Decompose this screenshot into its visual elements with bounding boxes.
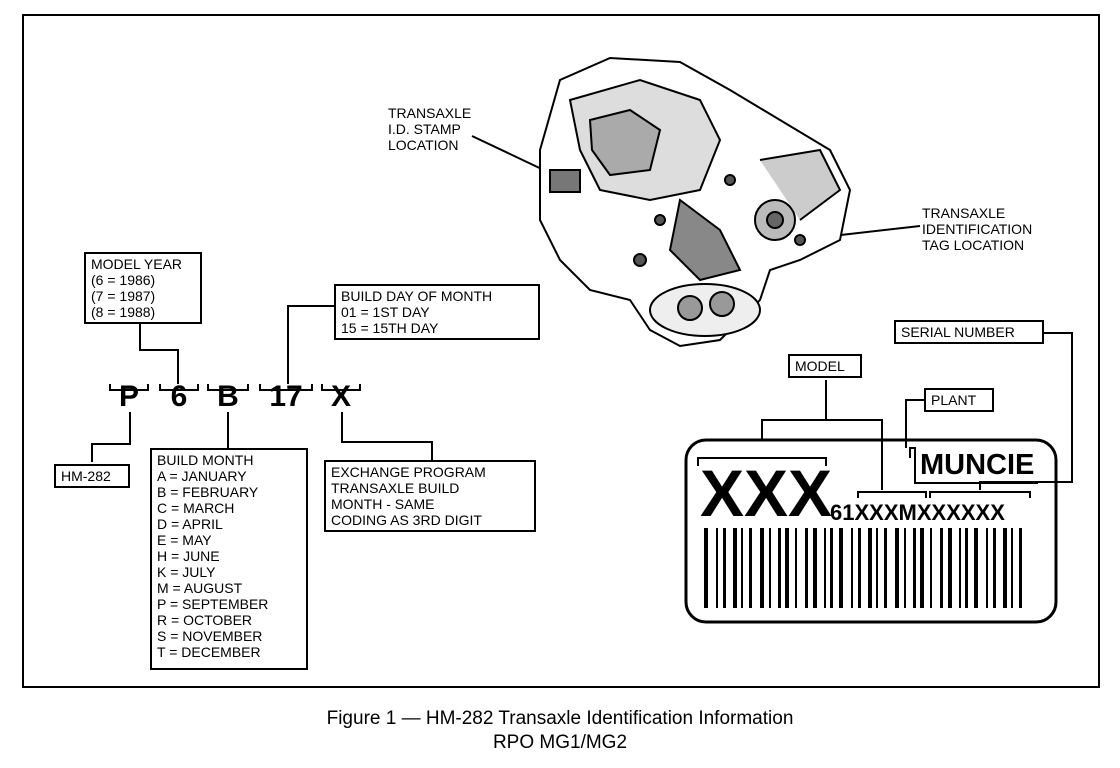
serial-number-box: SERIAL NUMBER <box>894 320 1044 344</box>
barcode-bar <box>959 528 961 608</box>
barcode-bar <box>795 528 797 608</box>
box-line: P = SEPTEMBER <box>157 596 269 612</box>
barcode-bar <box>940 528 943 608</box>
barcode-bar <box>930 528 932 608</box>
plant-box: PLANT <box>924 388 994 412</box>
barcode-bar <box>965 528 968 608</box>
tag-plant-name: MUNCIE <box>914 448 1039 484</box>
identification-tag <box>684 438 1058 624</box>
code-char-exchange: X <box>330 380 351 413</box>
box-line: MONTH - SAME <box>331 496 435 512</box>
barcode-bar <box>733 528 737 608</box>
box-line: MODEL YEAR <box>91 256 183 272</box>
box-line: BUILD DAY OF MONTH <box>341 288 493 304</box>
barcode-bar <box>986 528 988 608</box>
barcode-bar <box>920 528 924 608</box>
barcode-bar <box>813 528 817 608</box>
barcode-bar <box>974 528 978 608</box>
box-line: A = JANUARY <box>157 468 247 484</box>
box-line: M = AUGUST <box>157 580 243 596</box>
barcode-bar <box>868 528 872 608</box>
box-line: (6 = 1986) <box>91 272 156 288</box>
barcode-bar <box>824 528 826 608</box>
box-line: (8 = 1988) <box>91 304 156 320</box>
barcode-bar <box>913 528 916 608</box>
model-box: MODEL <box>788 354 862 378</box>
callout-line: TRANSAXLE <box>388 105 472 121</box>
callout-line: I.D. STAMP <box>388 121 461 137</box>
code-char-p: P <box>118 380 139 413</box>
barcode-bar <box>839 528 843 608</box>
build-month-box: BUILD MONTH A = JANUARY B = FEBRUARY C =… <box>150 448 308 670</box>
barcode-bar <box>884 528 887 608</box>
serial-m: M <box>898 500 917 525</box>
box-line: 15 = 15TH DAY <box>341 320 439 336</box>
code-char-day: 17 <box>269 380 303 413</box>
barcode-bar <box>741 528 743 608</box>
barcode-bar <box>1019 528 1022 608</box>
exchange-program-box: EXCHANGE PROGRAM TRANSAXLE BUILD MONTH -… <box>324 460 536 532</box>
barcode <box>704 528 1022 608</box>
barcode-bar <box>830 528 833 608</box>
box-line: CODING AS 3RD DIGIT <box>331 512 482 528</box>
serial-prefix: 61 <box>830 500 855 525</box>
tag-model-code: XXX <box>700 456 833 530</box>
build-day-box: BUILD DAY OF MONTH 01 = 1ST DAY 15 = 15T… <box>334 284 540 340</box>
box-line: T = DECEMBER <box>157 644 261 660</box>
box-line: B = FEBRUARY <box>157 484 259 500</box>
barcode-bar <box>716 528 718 608</box>
hm-282-box: HM-282 <box>54 464 130 488</box>
code-char-year: 6 <box>170 380 188 413</box>
barcode-bar <box>851 528 853 608</box>
serial-end: XXXXXX <box>916 500 1005 525</box>
box-line: S = NOVEMBER <box>157 628 263 644</box>
box-line: EXCHANGE PROGRAM <box>331 464 486 480</box>
barcode-bar <box>1011 528 1013 608</box>
barcode-bar <box>723 528 726 608</box>
figure-frame <box>22 14 1100 688</box>
callout-line: IDENTIFICATION <box>922 221 1033 237</box>
barcode-bar <box>1003 528 1007 608</box>
stamp-location-callout: TRANSAXLE I.D. STAMP LOCATION <box>388 105 471 153</box>
box-line: R = OCTOBER <box>157 612 253 628</box>
figure-caption-line2: RPO MG1/MG2 <box>492 732 628 753</box>
box-line: TRANSAXLE BUILD <box>331 480 460 496</box>
box-line: BUILD MONTH <box>157 452 254 468</box>
barcode-bar <box>704 528 708 608</box>
serial-mid: XXX <box>854 500 899 525</box>
tag-location-callout: TRANSAXLE IDENTIFICATION TAG LOCATION <box>922 205 1032 253</box>
barcode-bar <box>993 528 996 608</box>
box-line: K = JULY <box>157 564 216 580</box>
figure-caption-line1: Figure 1 — HM-282 Transaxle Identificati… <box>326 708 794 729</box>
barcode-bar <box>895 528 899 608</box>
barcode-bar <box>858 528 861 608</box>
box-line: C = MARCH <box>157 500 235 516</box>
barcode-bar <box>749 528 752 608</box>
barcode-bar <box>876 528 878 608</box>
callout-line: TRANSAXLE <box>922 205 1006 221</box>
barcode-bar <box>769 528 771 608</box>
callout-line: LOCATION <box>388 137 459 153</box>
barcode-bar <box>785 528 789 608</box>
box-line: 01 = 1ST DAY <box>341 304 430 320</box>
model-year-box: MODEL YEAR (6 = 1986) (7 = 1987) (8 = 19… <box>84 252 202 324</box>
code-char-month: B <box>217 380 239 413</box>
tag-serial-number: 61XXXMXXXXXX <box>830 500 1005 526</box>
box-line: (7 = 1987) <box>91 288 156 304</box>
box-line: H = JUNE <box>157 548 220 564</box>
barcode-bar <box>778 528 781 608</box>
callout-line: TAG LOCATION <box>922 237 1025 253</box>
box-line: D = APRIL <box>157 516 223 532</box>
barcode-bar <box>904 528 906 608</box>
barcode-bar <box>805 528 808 608</box>
transaxle-illustration <box>539 56 852 348</box>
barcode-bar <box>760 528 764 608</box>
barcode-bar <box>948 528 952 608</box>
box-line: E = MAY <box>157 532 212 548</box>
